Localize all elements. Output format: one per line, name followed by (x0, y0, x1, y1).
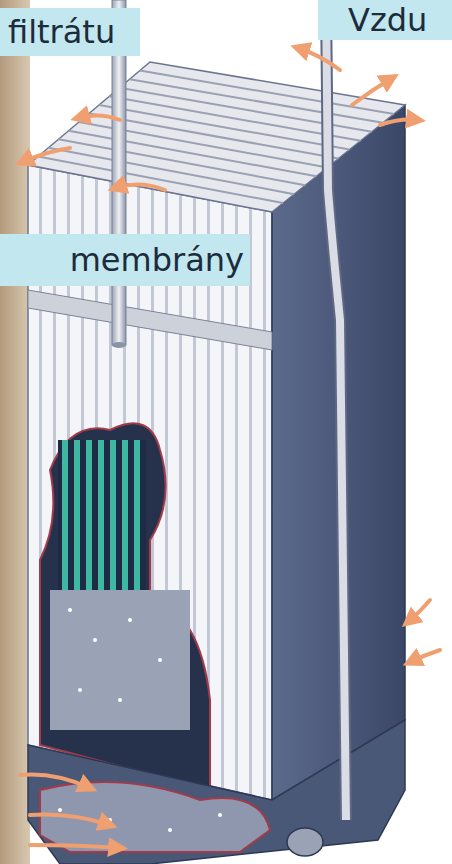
top-stripes-part (59, 139, 306, 185)
label-text: filtrátu (8, 16, 115, 48)
base-hopper-part (168, 828, 172, 832)
label-box: filtrátu (0, 8, 140, 56)
flow-arrows-part (298, 48, 340, 70)
cross-bar (28, 290, 272, 350)
background (0, 0, 30, 864)
flow-arrows-part (380, 120, 418, 125)
cutaway-part (58, 440, 146, 590)
label-text: Vzdu (348, 4, 427, 36)
cutaway-part (128, 618, 132, 622)
label-text: membrány (70, 244, 244, 276)
base-hopper-part (218, 813, 222, 817)
air-pipe-part (326, 0, 346, 820)
cutaway-part (93, 638, 97, 642)
flow-arrows-part (20, 775, 90, 788)
flow-arrows-part (30, 845, 120, 848)
flow-arrows-part (78, 115, 120, 120)
flow-arrows-part (115, 184, 165, 190)
air-pipe (322, 0, 346, 820)
flow-arrows-part (22, 148, 70, 162)
top-stripes-part (38, 156, 283, 203)
cutaway-part (40, 423, 210, 790)
cutaway-part (118, 698, 122, 702)
cutaway-part (50, 590, 190, 730)
flow-arrows-part (410, 650, 440, 662)
top-stripes-part (140, 71, 394, 114)
filtrate-pipe-part (112, 342, 126, 348)
cutaway-part (158, 658, 162, 662)
label-box: Vzdu (318, 0, 452, 40)
base-hopper-part (287, 828, 323, 856)
cutaway (40, 423, 210, 790)
cross-bar-part (28, 290, 272, 350)
cassette-body-part (28, 62, 405, 212)
base-hopper-part (108, 818, 112, 822)
cutaway-part (68, 608, 72, 612)
top-stripes-part (48, 148, 294, 194)
air-pipe-part (326, 0, 346, 820)
base-hopper-part (58, 808, 62, 812)
flow-arrows-part (352, 78, 392, 105)
flow-arrows (20, 48, 440, 848)
label-box: membrány (0, 234, 250, 286)
flow-arrows-part (408, 600, 430, 622)
background-part (0, 0, 30, 864)
flow-arrows-part (30, 814, 110, 825)
top-stripes (38, 71, 394, 204)
cutaway-part (78, 688, 82, 692)
